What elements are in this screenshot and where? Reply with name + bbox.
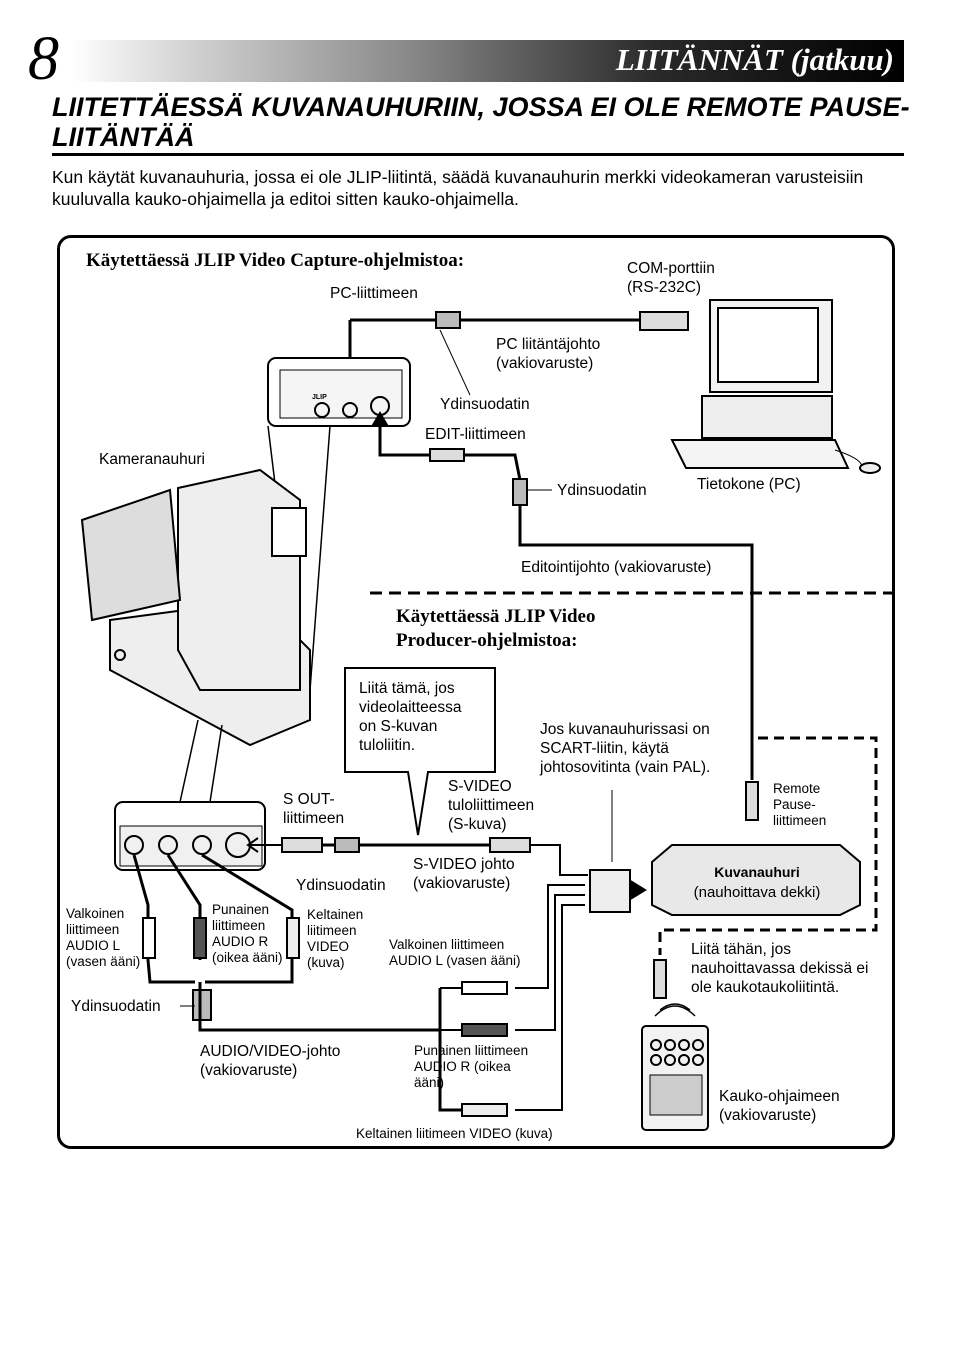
core-filter-label-4: Ydinsuodatin [71, 998, 161, 1015]
s-video-cable-label: S-VIDEO johto (vakiovaruste) [413, 856, 515, 892]
av-cable-label: AUDIO/VIDEO-johto (vakiovaruste) [200, 1043, 341, 1079]
remote-control-label: Kauko-ohjaimeen (vakiovaruste) [719, 1088, 840, 1124]
vcr-subtitle: (nauhoittava dekki) [693, 884, 821, 901]
edit-cable-label: Editointijohto (vakiovaruste) [521, 559, 712, 576]
com-port-label: COM-porttiin (RS-232C) [627, 260, 715, 296]
white-audio-l-label: Valkoinen liittimeen AUDIO L (vasen ääni… [66, 906, 141, 969]
producer-heading: Käytettäessä JLIP Video Producer-ohjelmi… [396, 606, 596, 651]
capture-heading: Käytettäessä JLIP Video Capture-ohjelmis… [86, 250, 465, 271]
core-filter-label-1: Ydinsuodatin [440, 396, 530, 413]
page-number: 8 [28, 25, 59, 93]
yellow-video-label: Keltainen liitimeen VIDEO (kuva) [307, 907, 364, 970]
header-title: LIITÄNNÄT (jatkuu) [615, 42, 894, 77]
edit-connector-label: EDIT-liittimeen [425, 426, 526, 443]
header-bar [72, 40, 904, 82]
callout-text: Liitä tämä, jos videolaitteessa on S-kuv… [359, 680, 462, 754]
scart-adapter-icon [589, 790, 647, 913]
vcr-title: Kuvanauhuri [714, 864, 800, 880]
section-title: LIITETTÄESSÄ KUVANAUHURIIN, JOSSA EI OLE… [52, 92, 910, 152]
diagram-frame [57, 235, 895, 1149]
computer-icon [670, 299, 881, 474]
core-filter-icon [435, 311, 461, 329]
red-audio-r-label: Punainen liittimeen AUDIO R (oikea ääni) [212, 902, 283, 965]
db9-plug-icon [639, 311, 689, 331]
pc-cable-label: PC liitäntäjohto (vakiovaruste) [496, 336, 601, 372]
camcorder-icon [80, 468, 311, 747]
yellow-video-vcr-label: Keltainen liitimeen VIDEO (kuva) [356, 1126, 553, 1141]
s-out-label: S OUT- liittimeen [283, 791, 345, 827]
remote-pause-plug [745, 781, 759, 821]
vcr-icon [651, 844, 861, 916]
intro-paragraph: Kun käytät kuvanauhuria, jossa ei ole JL… [52, 167, 864, 209]
section-rule [52, 153, 904, 156]
camcorder-label: Kameranauhuri [99, 451, 205, 468]
scart-note: Jos kuvanauhurissasi on SCART-liitin, kä… [540, 721, 711, 776]
av-cable-white [132, 854, 195, 984]
s-video-in-label: S-VIDEO tuloliittimeen (S-kuva) [448, 778, 535, 833]
callout-bubble [344, 667, 496, 836]
connect-here-label: Liitä tähän, jos nauhoittavassa dekissä … [691, 941, 869, 996]
red-audio-r-vcr-label: Punainen liittimeen AUDIO R (oikea ääni) [414, 1043, 529, 1090]
remote-pause-label: Remote Pause- liittimeen [773, 781, 827, 828]
core-filter-label-2: Ydinsuodatin [557, 482, 647, 499]
remote-control-icon [641, 1003, 709, 1131]
computer-label: Tietokone (PC) [697, 476, 801, 493]
edit-cable [464, 453, 754, 780]
pc-connector-label: PC-liittimeen [330, 285, 418, 302]
white-audio-l-vcr-label: Valkoinen liittimeen AUDIO L (vasen ääni… [389, 937, 521, 968]
jlip-label: JLIP [312, 394, 327, 401]
core-filter-label-3: Ydinsuodatin [296, 877, 386, 894]
av-cable-yellow [201, 853, 294, 984]
